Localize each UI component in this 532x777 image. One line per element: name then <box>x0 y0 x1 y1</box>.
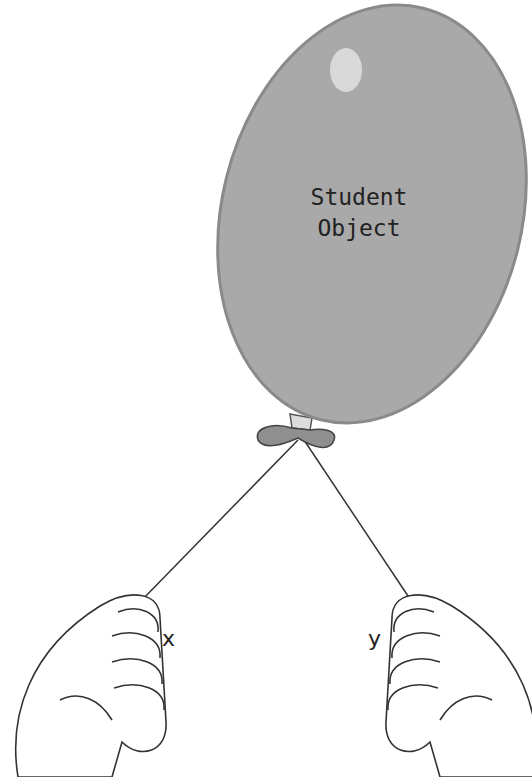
left-hand <box>16 595 166 777</box>
balloon-shape: Student Object <box>212 0 532 446</box>
variable-label: x <box>162 626 175 651</box>
string <box>304 440 412 602</box>
right-hand <box>386 595 532 777</box>
string <box>140 440 298 602</box>
object-label: Student Object <box>294 182 424 244</box>
variable-label: y <box>368 626 381 651</box>
